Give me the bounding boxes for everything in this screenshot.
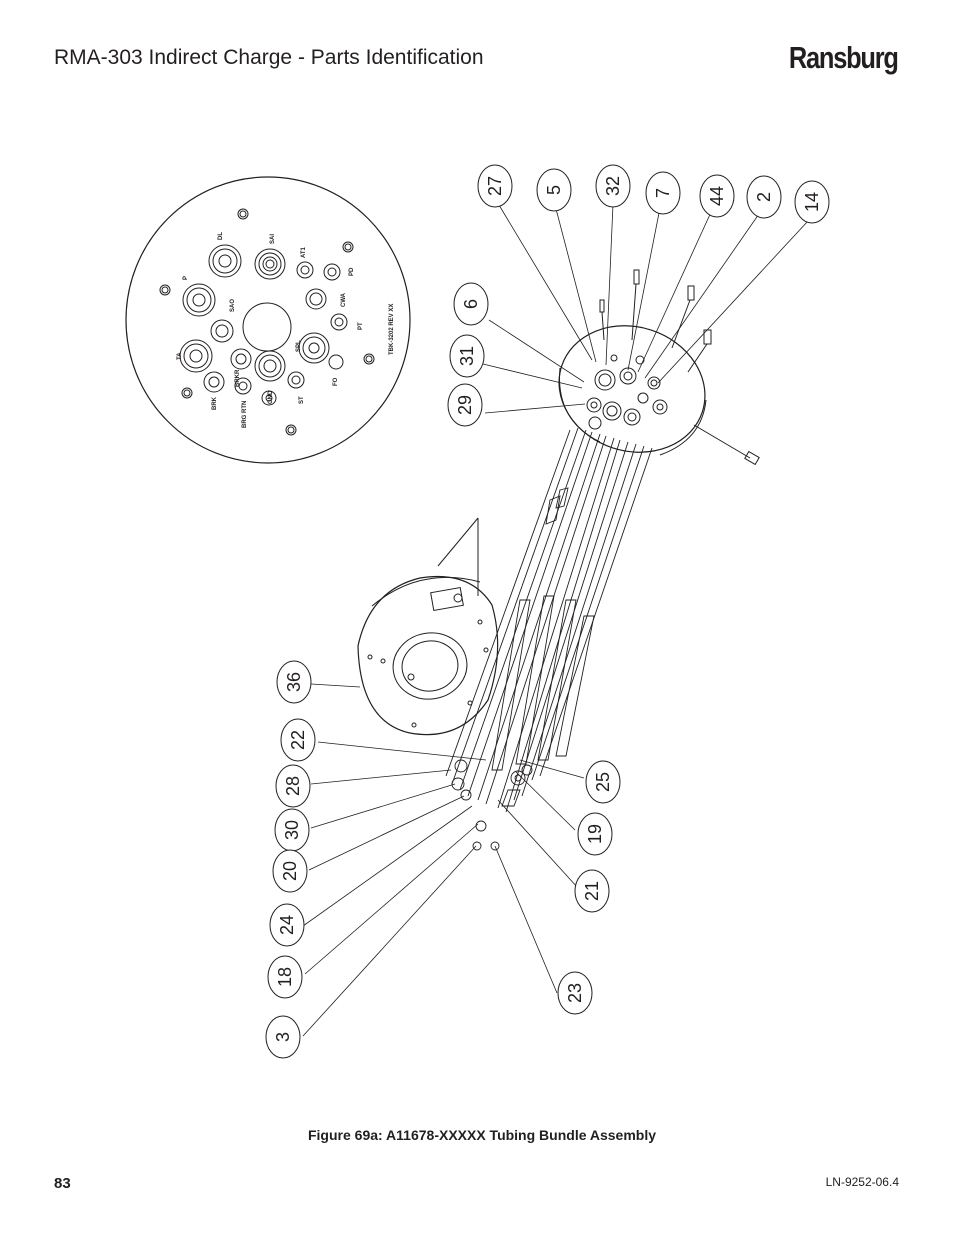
callout-7: 7 (645, 171, 681, 215)
leader-lines (302, 199, 809, 1037)
svg-text:18: 18 (275, 967, 295, 987)
svg-text:29: 29 (455, 395, 475, 415)
callout-18: 18 (267, 955, 303, 999)
svg-text:19: 19 (585, 824, 605, 844)
callout-32: 32 (595, 164, 631, 208)
svg-text:14: 14 (802, 192, 822, 212)
plate-label: BRKR (235, 369, 241, 387)
page-title: RMA-303 Indirect Charge - Parts Identifi… (54, 46, 484, 69)
brand-logo: Ransburg (789, 40, 899, 75)
svg-text:6: 6 (461, 299, 481, 309)
callout-22: 22 (280, 718, 316, 762)
fitting-gnd (254, 350, 286, 382)
svg-text:27: 27 (485, 176, 505, 196)
callout-3: 3 (265, 1015, 301, 1059)
callouts: 27 5 32 7 44 2 14 6 31 29 36 22 28 30 20… (265, 164, 830, 1059)
callout-44: 44 (699, 174, 735, 218)
document-number: LN-9252-06.4 (825, 1175, 899, 1189)
plate-label: GND (268, 390, 274, 404)
callout-14: 14 (794, 180, 830, 224)
callout-23: 23 (557, 971, 593, 1015)
callout-20: 20 (272, 849, 308, 893)
svg-text:22: 22 (288, 730, 308, 750)
fitting-dl (208, 244, 242, 278)
fitting-sai (254, 248, 286, 280)
fitting-ta (179, 339, 213, 373)
plate-label: DL (218, 232, 224, 240)
svg-text:7: 7 (653, 188, 673, 198)
plate-label: SPL (296, 340, 302, 352)
svg-text:30: 30 (282, 820, 302, 840)
svg-text:36: 36 (284, 672, 304, 692)
svg-text:3: 3 (273, 1032, 293, 1042)
callout-21: 21 (574, 869, 610, 913)
callout-25: 25 (585, 760, 621, 804)
housing-ring-view (357, 517, 499, 736)
callout-27: 27 (477, 164, 513, 208)
plate-label: P (183, 276, 189, 280)
svg-text:23: 23 (565, 983, 585, 1003)
svg-text:25: 25 (593, 772, 613, 792)
plate-label: FO (333, 377, 339, 386)
end-plate-view (125, 176, 411, 464)
plate-label: SAO (230, 299, 236, 312)
plate-label: TBK-3202 REV XX (389, 304, 395, 355)
plate-label: PD (349, 267, 355, 276)
page-number: 83 (54, 1175, 71, 1192)
plate-label: SAI (270, 234, 276, 244)
plate-label: PT (358, 322, 364, 330)
callout-19: 19 (577, 812, 613, 856)
figure-caption: Figure 69a: A11678-XXXXX Tubing Bundle A… (307, 1127, 657, 1143)
callout-24: 24 (269, 903, 305, 947)
svg-text:44: 44 (707, 186, 727, 206)
tube-bundle (445, 427, 653, 851)
callout-28: 28 (275, 764, 311, 808)
svg-text:32: 32 (603, 176, 623, 196)
svg-text:20: 20 (280, 861, 300, 881)
callout-31: 31 (449, 334, 485, 378)
fitting-spl (298, 332, 330, 364)
callout-2: 2 (746, 175, 782, 219)
svg-text:28: 28 (283, 776, 303, 796)
plate-label: ST (299, 396, 305, 404)
svg-text:5: 5 (544, 185, 564, 195)
plate-label: BRG RTN (242, 401, 248, 428)
manifold-plate-view (558, 269, 760, 466)
plate-label: CWA (341, 292, 347, 307)
callout-6: 6 (453, 282, 489, 326)
fitting-p (182, 283, 216, 317)
plate-labels: DL SAI AT1 P PD SAO CWA PT TA TBK-3202 R… (177, 232, 395, 428)
callout-36: 36 (276, 660, 312, 704)
svg-text:24: 24 (277, 915, 297, 935)
callout-29: 29 (447, 383, 483, 427)
svg-text:2: 2 (754, 192, 774, 202)
plate-label: BRK (212, 396, 218, 410)
callout-30: 30 (274, 808, 310, 852)
plate-label: AT1 (301, 246, 307, 258)
svg-text:21: 21 (582, 881, 602, 901)
callout-5: 5 (536, 168, 572, 212)
svg-text:31: 31 (457, 346, 477, 366)
plate-label: TA (177, 352, 183, 360)
